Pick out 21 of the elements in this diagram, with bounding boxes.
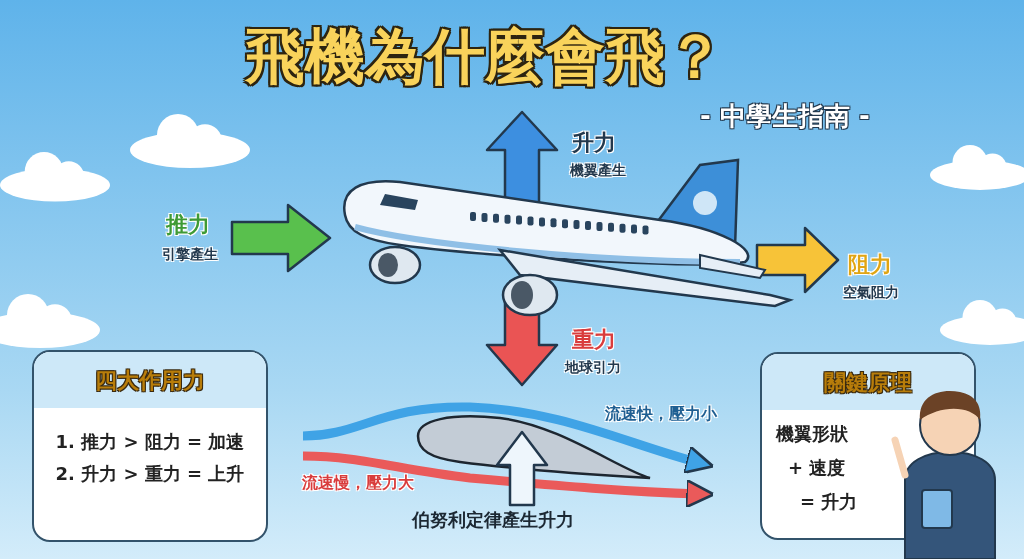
info-card bbox=[32, 350, 268, 542]
force-note: 空氣阻力 bbox=[843, 284, 899, 301]
card-text: = 升力 bbox=[800, 490, 859, 514]
force-label: 推力 bbox=[166, 212, 210, 238]
card-text: 2. 升力 > 重力 = 上升 bbox=[54, 462, 246, 486]
card-text: 1. 推力 > 阻力 = 加速 bbox=[54, 430, 246, 454]
card-heading: 關鍵原理 bbox=[762, 354, 974, 410]
airflow-label: 流速快，壓力小 bbox=[605, 405, 717, 424]
airflow-label: 流速慢，壓力大 bbox=[302, 474, 414, 493]
force-label: 阻力 bbox=[848, 252, 892, 278]
subtitle: - 中學生指南 - bbox=[700, 102, 870, 132]
caption-text: 伯努利定律產生升力 bbox=[412, 510, 574, 531]
force-note: 機翼產生 bbox=[570, 162, 626, 179]
card-text: 機翼形狀 bbox=[776, 422, 849, 446]
force-label: 升力 bbox=[572, 130, 616, 156]
force-note: 地球引力 bbox=[565, 359, 621, 376]
card-text: + 速度 bbox=[788, 456, 847, 480]
force-label: 重力 bbox=[572, 327, 616, 353]
card-heading: 四大作用力 bbox=[34, 352, 266, 408]
force-note: 引擎產生 bbox=[162, 246, 218, 263]
title: 飛機為什麼會飛？ bbox=[245, 22, 725, 91]
